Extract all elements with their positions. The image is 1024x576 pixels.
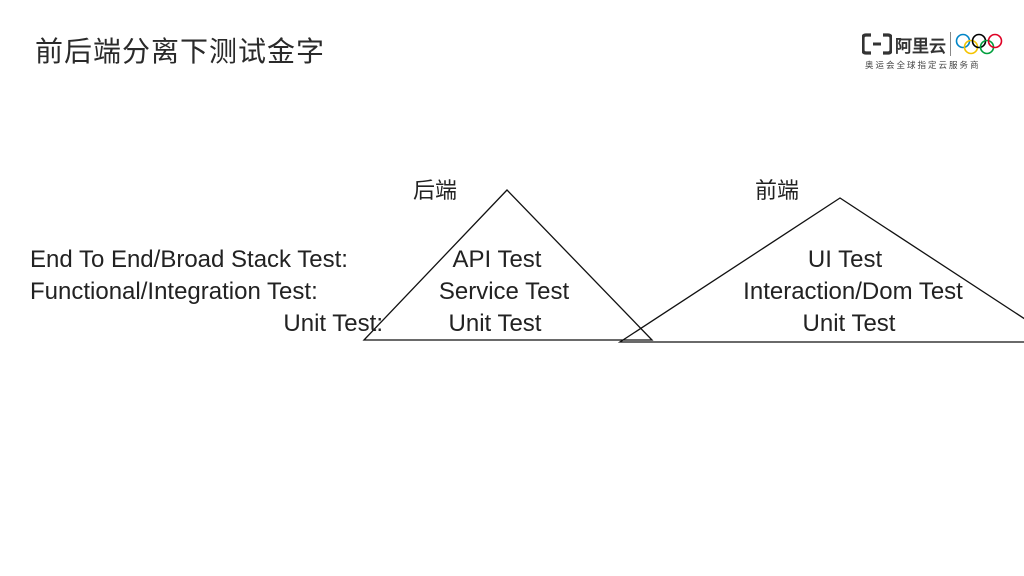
logo-name: 阿里云 (895, 36, 946, 57)
frontend-heading: 前端 (754, 179, 800, 204)
logo-tagline: 奥运会全球指定云服务商 (865, 61, 981, 71)
backend-heading: 后端 (412, 179, 458, 204)
frontend-pyramid-outline (617, 197, 1024, 343)
olympic-rings-icon (955, 33, 1003, 55)
level-label-functional: Functional/Integration Test: (30, 278, 318, 305)
aliyun-bracket-icon (862, 33, 892, 55)
frontend-tier-top: UI Test (807, 246, 883, 273)
backend-tier-bottom: Unit Test (448, 310, 542, 337)
frontend-tier-bottom: Unit Test (802, 310, 896, 337)
aliyun-logo: 阿里云 奥运会全球指定云服务商 (862, 30, 1003, 74)
backend-tier-top: API Test (452, 246, 542, 273)
level-label-unit: Unit Test: (283, 310, 383, 337)
logo-divider (950, 32, 951, 56)
level-label-e2e: End To End/Broad Stack Test: (30, 246, 348, 273)
ring-5 (987, 33, 1003, 49)
backend-pyramid-outline (362, 189, 654, 341)
page-title: 前后端分离下测试金字 (35, 35, 326, 68)
backend-tier-middle: Service Test (438, 278, 570, 305)
frontend-tier-middle: Interaction/Dom Test (743, 278, 963, 305)
